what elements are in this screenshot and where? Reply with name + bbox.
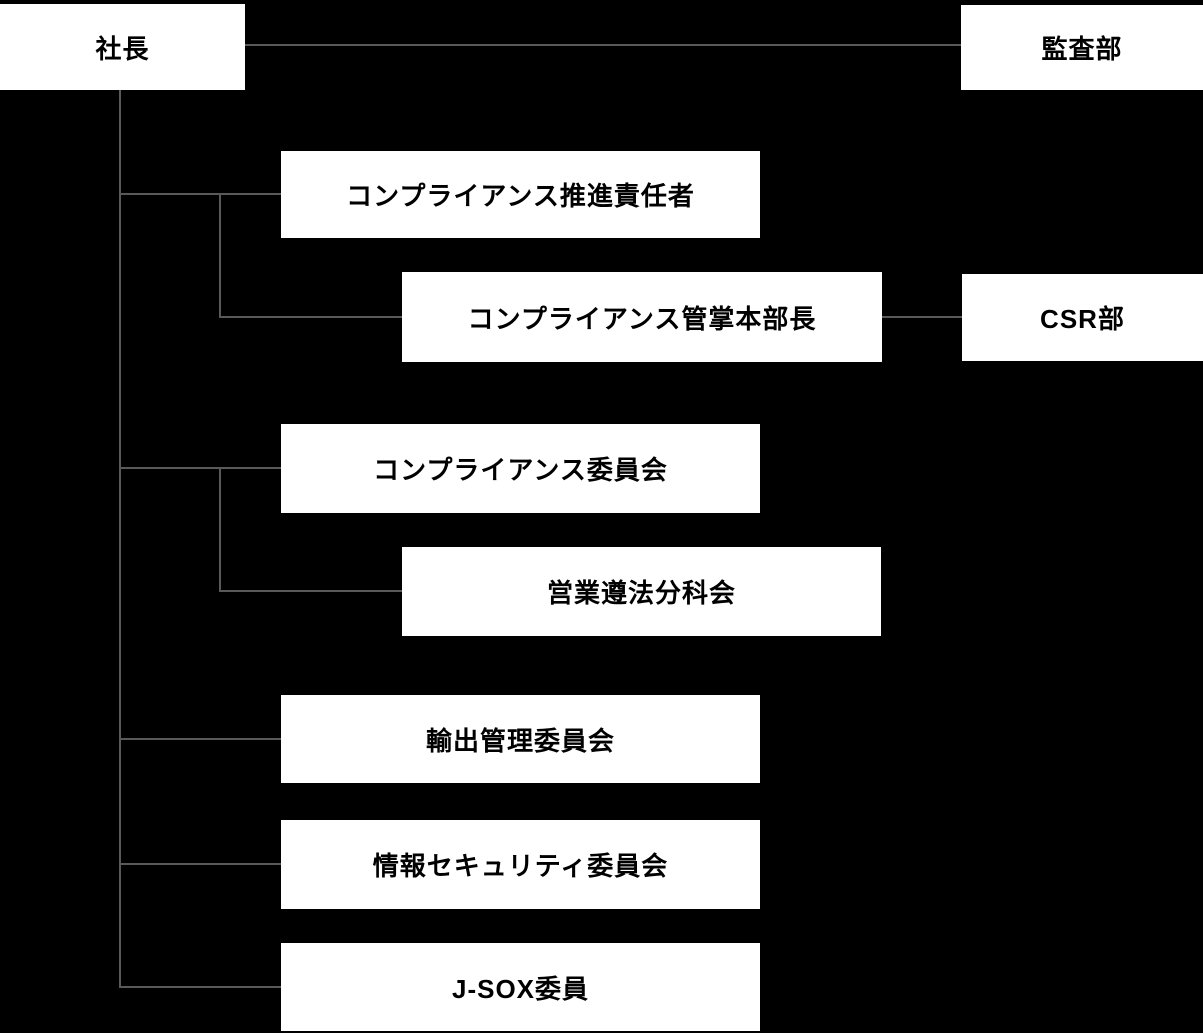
node-csr-department: CSR部 (962, 274, 1203, 361)
node-compliance-general-manager: コンプライアンス管掌本部長 (402, 272, 882, 362)
connector-president-trunk (119, 90, 121, 988)
node-audit-department-label: 監査部 (1041, 34, 1123, 64)
node-president-label: 社長 (95, 33, 150, 64)
node-compliance-committee: コンプライアンス委員会 (281, 424, 760, 513)
connector-president-audit (245, 44, 961, 46)
connector-general-manager-csr (882, 316, 962, 318)
node-information-security-committee-label: 情報セキュリティ委員会 (372, 851, 669, 881)
connector-branch-sales-subcommittee (219, 590, 402, 592)
node-export-control-committee: 輸出管理委員会 (281, 695, 760, 783)
node-jsox-member-label: J-SOX委員 (451, 973, 590, 1004)
node-compliance-promotion-officer: コンプライアンス推進責任者 (281, 151, 760, 238)
node-export-control-committee-label: 輸出管理委員会 (425, 725, 615, 756)
connector-branch-infosec-committee (119, 863, 281, 865)
node-information-security-committee: 情報セキュリティ委員会 (281, 820, 760, 909)
connector-branch-compliance-general-manager (219, 316, 402, 318)
connector-branch-export-committee (119, 738, 281, 740)
node-compliance-committee-label: コンプライアンス委員会 (373, 455, 668, 485)
node-audit-department: 監査部 (961, 5, 1203, 90)
node-jsox-member: J-SOX委員 (281, 943, 760, 1031)
node-compliance-general-manager-label: コンプライアンス管掌本部長 (467, 303, 817, 334)
node-compliance-promotion-officer-label: コンプライアンス推進責任者 (346, 181, 695, 211)
node-sales-compliance-subcommittee: 営業遵法分科会 (402, 547, 881, 636)
node-sales-compliance-subcommittee-label: 営業遵法分科会 (546, 578, 736, 608)
connector-subtrunk-compliance-committee (219, 467, 221, 592)
node-csr-department-label: CSR部 (1040, 304, 1125, 334)
connector-subtrunk-compliance-officer (219, 193, 221, 318)
node-president: 社長 (0, 4, 245, 90)
connector-branch-compliance-committee (119, 467, 281, 469)
connector-branch-jsox (119, 986, 281, 988)
connector-branch-compliance-officer (119, 193, 281, 195)
